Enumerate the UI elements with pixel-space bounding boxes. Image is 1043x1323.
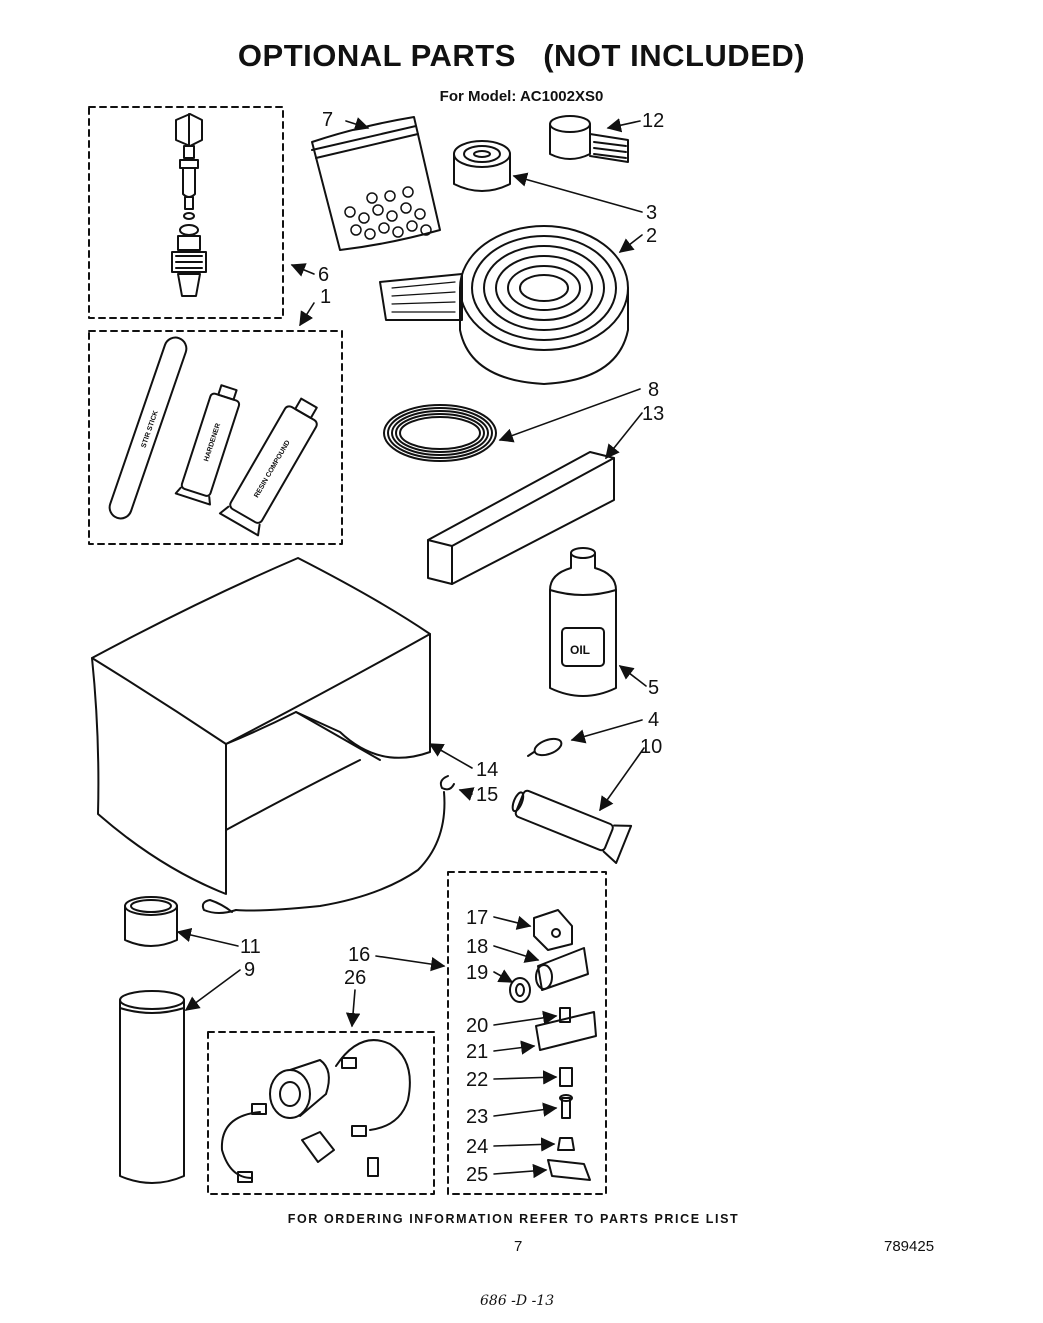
callout-13: 13 — [642, 403, 664, 425]
callout-15: 15 — [476, 784, 498, 806]
tube-illustration — [511, 789, 633, 865]
callout-25: 25 — [466, 1164, 488, 1186]
model-subtitle: For Model: AC1002XS0 — [439, 88, 604, 105]
callout-16: 16 — [348, 944, 370, 966]
group-box-16 — [447, 871, 607, 1195]
resin-compound-label: RESIN COMPOUND — [253, 439, 292, 499]
wire-cord-illustration — [201, 775, 455, 914]
seal-tape-roll-illustration — [379, 225, 629, 385]
callout-10: 10 — [640, 736, 662, 758]
page-number: 7 — [514, 1238, 523, 1255]
callout-8: 8 — [648, 379, 659, 401]
callout-3: 3 — [646, 202, 657, 224]
small-can-illustration — [124, 896, 178, 947]
repair-kit-illustration: STIR STICK HARDENER RESIN COMPOUND — [108, 336, 318, 537]
callout-11: 11 — [240, 936, 261, 958]
callout-7: 7 — [322, 109, 333, 131]
foam-tape-roll-illustration — [453, 140, 511, 192]
stir-stick-label: STIR STICK — [141, 410, 160, 449]
callout-5: 5 — [648, 677, 659, 699]
callout-6: 6 — [318, 264, 329, 286]
callout-12: 12 — [642, 110, 664, 132]
callout-20: 20 — [466, 1015, 488, 1037]
leader-lines — [176, 117, 647, 1179]
callout-14: 14 — [476, 759, 498, 781]
callout-9: 9 — [244, 959, 255, 981]
hardware-parts-illustration — [509, 909, 597, 1181]
valve-fitting-illustration — [171, 113, 207, 297]
callout-4: 4 — [648, 709, 659, 731]
group-box-26 — [207, 1031, 435, 1195]
oil-label: OIL — [570, 643, 590, 657]
handwritten-code: 686 -D -13 — [480, 1293, 555, 1309]
callout-18: 18 — [466, 936, 488, 958]
hardener-label: HARDENER — [203, 423, 222, 463]
oil-bottle-illustration: OIL — [549, 547, 617, 697]
callout-numbers: 7 12 3 2 6 1 8 13 5 4 10 14 15 11 9 16 2… — [240, 109, 664, 1186]
document-number: 789425 — [884, 1238, 935, 1255]
coiled-cord-illustration — [383, 404, 497, 462]
page-title: OPTIONAL PARTS (NOT INCLUDED) — [237, 38, 806, 73]
callout-23: 23 — [466, 1106, 488, 1128]
callout-24: 24 — [466, 1136, 488, 1158]
callout-19: 19 — [466, 962, 488, 984]
fastener-bag-illustration — [311, 116, 441, 251]
spray-can-illustration — [119, 990, 185, 1184]
callout-26: 26 — [344, 967, 366, 989]
callout-1: 1 — [320, 286, 331, 308]
tape-roll-12-illustration — [549, 115, 629, 163]
capsule-illustration — [527, 737, 563, 757]
callout-2: 2 — [646, 225, 657, 247]
motor-wiring-kit-illustration — [220, 1039, 411, 1183]
foam-block-illustration — [427, 451, 615, 585]
group-box-1 — [88, 330, 343, 545]
callout-17: 17 — [466, 907, 488, 929]
group-box-6 — [88, 106, 284, 319]
callout-22: 22 — [466, 1069, 488, 1091]
callout-21: 21 — [466, 1041, 488, 1063]
ordering-note: FOR ORDERING INFORMATION REFER TO PARTS … — [287, 1212, 740, 1226]
unit-cover-illustration — [91, 557, 431, 895]
